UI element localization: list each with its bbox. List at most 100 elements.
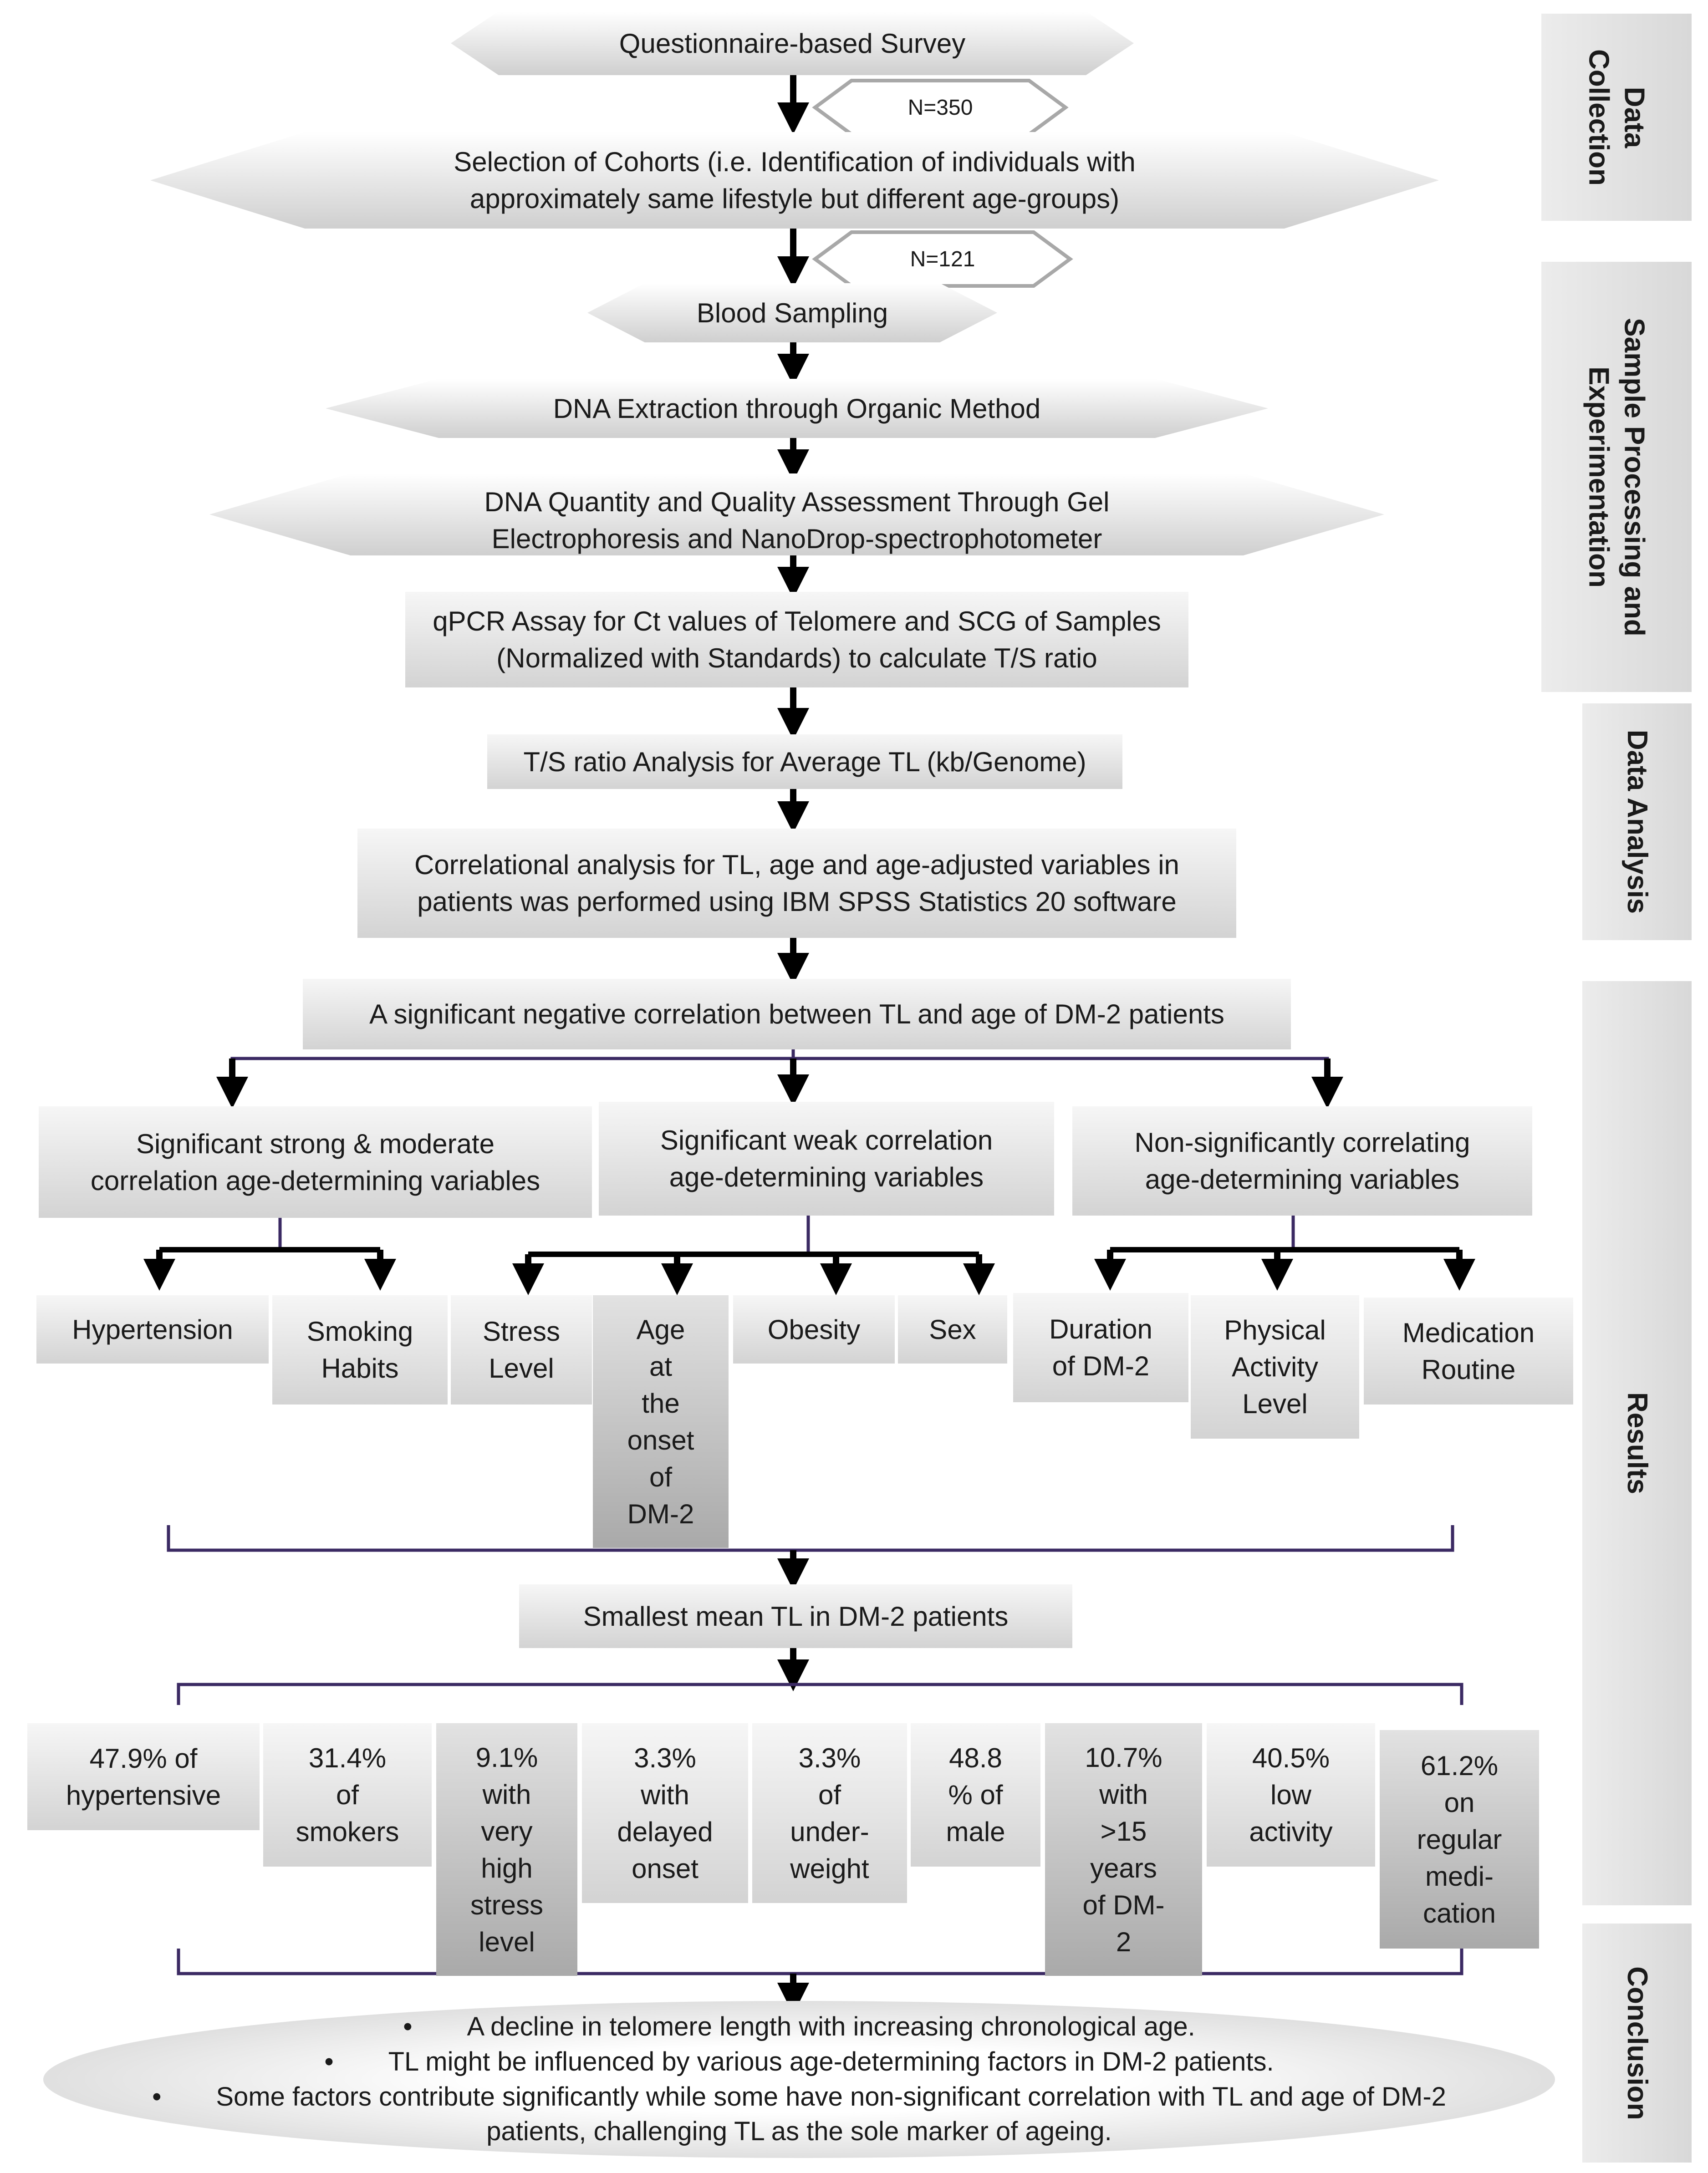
conclusion-ellipse: A decline in telomere length with increa… xyxy=(43,2001,1555,2158)
cohorts-node: Selection of Cohorts (i.e. Identificatio… xyxy=(150,132,1439,229)
category-strong-line-2: correlation age-determining variables xyxy=(90,1165,540,1196)
variable-line: Sex xyxy=(929,1314,976,1345)
variable-line: of xyxy=(649,1461,673,1492)
variable-line: Duration xyxy=(1049,1314,1152,1344)
stat-line: 10.7% xyxy=(1085,1742,1162,1773)
stat-line: 2 xyxy=(1116,1926,1132,1957)
dna-extraction-label: DNA Extraction through Organic Method xyxy=(553,393,1041,424)
blood-sampling-label: Blood Sampling xyxy=(696,297,888,328)
category-weak-line-2: age-determining variables xyxy=(669,1162,984,1192)
stat-line: weight xyxy=(790,1853,869,1884)
stage-label-data-analysis: Data Analysis xyxy=(1621,729,1653,914)
variable-line: Level xyxy=(1242,1389,1308,1419)
stat-line: 40.5% xyxy=(1252,1743,1330,1773)
cohorts-line-2: approximately same lifestyle but differe… xyxy=(469,183,1120,214)
variable-line: DM-2 xyxy=(627,1498,694,1529)
variable-line: Habits xyxy=(321,1353,399,1384)
stage-label-results: Results xyxy=(1621,1392,1653,1494)
stat-line: on xyxy=(1444,1787,1475,1818)
stage-results: Results xyxy=(1582,981,1692,1905)
stat-line: >15 xyxy=(1100,1816,1147,1847)
stage-conclusion: Conclusion xyxy=(1582,1924,1692,2163)
n121-label: N=121 xyxy=(910,247,975,271)
category-nonsig-line-2: age-determining variables xyxy=(1145,1164,1460,1195)
stat-line: 61.2% xyxy=(1420,1750,1499,1781)
smallest-tl-label: Smallest mean TL in DM-2 patients xyxy=(583,1601,1009,1632)
stat-line: under- xyxy=(790,1816,869,1847)
stat-line: of xyxy=(336,1780,359,1810)
stat-line: stress xyxy=(470,1889,544,1920)
category-strong-line-1: Significant strong & moderate xyxy=(136,1128,495,1159)
stat-line: onset xyxy=(632,1853,698,1884)
variable-line: Hypertension xyxy=(72,1314,233,1345)
n350-badge: N=350 xyxy=(811,75,1070,140)
blood-sampling-node: Blood Sampling xyxy=(587,283,997,342)
stat-line: with xyxy=(1099,1779,1148,1810)
survey-node: Questionnaire-based Survey xyxy=(451,11,1134,75)
stat-line: high xyxy=(481,1852,533,1883)
stat-duration: 10.7% with >15 years of DM- 2 xyxy=(1045,1723,1202,1976)
correlational-node: Correlational analysis for TL, age and a… xyxy=(357,829,1236,938)
category-nonsig: Non-significantly correlating age-determi… xyxy=(1072,1106,1532,1216)
variable-obesity: Obesity xyxy=(733,1295,895,1364)
stat-line: with xyxy=(641,1779,689,1810)
bracket-negative-to-categories xyxy=(230,1057,1329,1061)
qpcr-line-2: (Normalized with Standards) to calculate… xyxy=(496,643,1097,673)
dna-quality-node: DNA Quantity and Quality Assessment Thro… xyxy=(209,473,1384,555)
stat-line: of xyxy=(818,1779,841,1810)
stat-line: delayed xyxy=(617,1816,713,1847)
bracket-variables xyxy=(167,1525,1454,1552)
conclusion-bullet-1: A decline in telomere length with increa… xyxy=(403,2010,1195,2045)
stat-line: low xyxy=(1270,1780,1312,1810)
stat-line: 48.8 xyxy=(949,1743,1002,1773)
stat-medication: 61.2% on regular medi-cation xyxy=(1380,1730,1539,1949)
category-nonsig-line-1: Non-significantly correlating xyxy=(1134,1127,1470,1158)
variable-line: Activity xyxy=(1231,1352,1318,1382)
qpcr-line-1: qPCR Assay for Ct values of Telomere and… xyxy=(433,606,1161,636)
stat-line: activity xyxy=(1249,1817,1333,1847)
stat-line: smokers xyxy=(296,1817,399,1847)
stat-line: hypertensive xyxy=(66,1780,221,1811)
stat-line: cation xyxy=(1422,1898,1496,1929)
variable-line: Routine xyxy=(1421,1354,1516,1385)
variable-line: Obesity xyxy=(767,1314,861,1345)
quality-line-2: Electrophoresis and NanoDrop-spectrophot… xyxy=(491,524,1102,554)
variable-line: of DM-2 xyxy=(1052,1351,1150,1381)
stat-line: regular xyxy=(1417,1824,1502,1855)
category-weak-line-1: Significant weak correlation xyxy=(660,1125,993,1155)
stat-line: % of xyxy=(948,1780,1003,1810)
stat-line: very xyxy=(481,1816,533,1847)
variable-line: Level xyxy=(489,1353,554,1384)
smallest-tl-node: Smallest mean TL in DM-2 patients xyxy=(519,1584,1072,1648)
variable-line: Stress xyxy=(482,1316,561,1347)
variable-duration: Duration of DM-2 xyxy=(1013,1293,1188,1402)
variable-line: Physical xyxy=(1224,1315,1326,1345)
correlational-line-2: patients was performed using IBM SPSS St… xyxy=(417,886,1177,917)
stat-line: 9.1% xyxy=(475,1742,538,1773)
stage-label-conclusion: Conclusion xyxy=(1621,1966,1653,2120)
variable-sex: Sex xyxy=(898,1295,1007,1364)
diamond-shape xyxy=(812,230,1073,288)
stat-line: of DM- xyxy=(1082,1889,1165,1920)
dna-extraction-node: DNA Extraction through Organic Method xyxy=(326,379,1268,438)
variable-line: onset xyxy=(627,1425,694,1455)
qpcr-node: qPCR Assay for Ct values of Telomere and… xyxy=(405,592,1188,687)
bracket-stats-bottom xyxy=(177,1949,1463,1975)
n350-label: N=350 xyxy=(908,95,973,120)
n121-badge: N=121 xyxy=(811,227,1075,291)
stat-line: medi- xyxy=(1425,1861,1494,1892)
stat-line: years xyxy=(1090,1852,1157,1883)
bracket-stats-top xyxy=(177,1683,1463,1705)
conclusion-bullet-3: Some factors contribute significantly wh… xyxy=(139,2080,1459,2149)
stage-data-analysis: Data Analysis xyxy=(1582,703,1692,940)
quality-line-1: DNA Quantity and Quality Assessment Thro… xyxy=(484,487,1110,517)
